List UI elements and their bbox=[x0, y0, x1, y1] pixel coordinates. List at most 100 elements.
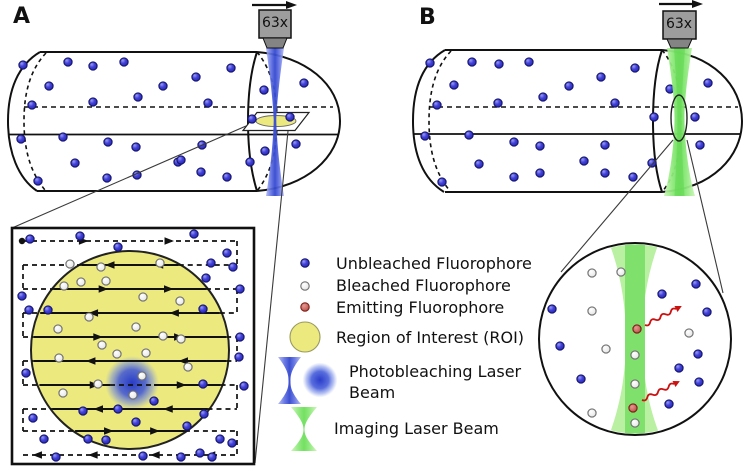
fluorophore-unbleached bbox=[198, 379, 208, 389]
scan-arrowhead bbox=[150, 427, 160, 435]
fluorophore-bleached bbox=[53, 324, 63, 334]
fluorophore-unbleached bbox=[227, 438, 237, 448]
fluorophore-unbleached bbox=[610, 98, 620, 108]
fluorophore-bleached bbox=[138, 292, 148, 302]
fluorophore-unbleached bbox=[630, 63, 640, 73]
fluorophore-unbleached bbox=[600, 140, 610, 150]
fluorophore-bleached bbox=[630, 418, 640, 428]
emission-wave bbox=[641, 382, 675, 402]
scan-start-dot bbox=[18, 237, 26, 245]
roi-icon bbox=[289, 321, 321, 353]
fluorophore-emitting bbox=[632, 324, 642, 334]
fluorophore-unbleached bbox=[63, 57, 73, 67]
fluorophore-unbleached bbox=[215, 434, 225, 444]
legend-label-roi: Region of Interest (ROI) bbox=[336, 328, 525, 347]
fluorophore-bleached bbox=[128, 390, 138, 400]
scan-arrowhead bbox=[93, 405, 104, 413]
fluorophore-unbleached bbox=[103, 137, 113, 147]
panel-a-label: A bbox=[13, 4, 31, 29]
fluorophore-bleached bbox=[76, 277, 86, 287]
fluorophore-unbleached bbox=[24, 305, 34, 315]
fluorophore-unbleached bbox=[694, 377, 704, 387]
cylinder-a-left-cap bbox=[6, 51, 41, 192]
fluorophore-bleached bbox=[137, 371, 147, 381]
fluorophore-unbleached bbox=[547, 304, 557, 314]
fluorophore-unbleached bbox=[600, 168, 610, 178]
fluorophore-unbleached bbox=[425, 58, 435, 68]
fluorophore-unbleached bbox=[493, 98, 503, 108]
fluorophore-emitting bbox=[628, 403, 638, 413]
emission-arrowhead bbox=[672, 380, 680, 388]
scan-arrowhead bbox=[178, 357, 188, 365]
cylinder-a-left-cap-back bbox=[23, 52, 47, 191]
photobleaching-beam-icon bbox=[278, 357, 301, 404]
fluorophore-unbleached bbox=[222, 172, 232, 182]
fluorophore-bleached bbox=[58, 388, 68, 398]
fluorophore-unbleached bbox=[189, 229, 199, 239]
fluorophore-unbleached bbox=[247, 114, 257, 124]
fluorophore-unbleached bbox=[239, 381, 249, 391]
fluorophore-unbleached bbox=[649, 112, 659, 122]
fluorophore-unbleached bbox=[51, 452, 61, 462]
fluorophore-unbleached bbox=[299, 78, 309, 88]
fluorophore-unbleached bbox=[234, 352, 244, 362]
fluorophore-unbleached bbox=[199, 409, 209, 419]
imaging-beam-zoomed bbox=[608, 244, 661, 434]
emission-arrowhead bbox=[674, 305, 682, 313]
fluorophore-bleached bbox=[176, 334, 186, 344]
panel-b-label: B bbox=[419, 5, 436, 30]
fluorophore-bleached bbox=[112, 349, 122, 359]
scan-arrowhead bbox=[176, 381, 187, 389]
roi-zoom-view bbox=[10, 226, 256, 466]
fluorophore-unbleached bbox=[291, 139, 301, 149]
fluorophore-unbleached bbox=[16, 134, 26, 144]
fluorophore-unbleached bbox=[182, 421, 192, 431]
fluorophore-unbleached bbox=[420, 131, 430, 141]
fluorophore-unbleached bbox=[101, 435, 111, 445]
fluorophore-unbleached bbox=[88, 97, 98, 107]
fluorophore-unbleached bbox=[206, 258, 216, 268]
fluorophore-unbleached bbox=[702, 307, 712, 317]
fluorophore-bleached bbox=[684, 328, 694, 338]
scan-arrowhead bbox=[104, 261, 115, 269]
fluorophore-unbleached bbox=[524, 57, 534, 67]
fluorophore-unbleached bbox=[191, 72, 201, 82]
fluorophore-unbleached bbox=[27, 100, 37, 110]
fluorophore-unbleached bbox=[131, 417, 141, 427]
scan-arrowhead bbox=[164, 237, 175, 245]
fluorophore-unbleached bbox=[538, 92, 548, 102]
fluorophores-imaging bbox=[547, 267, 712, 428]
fluorophore-unbleached bbox=[43, 305, 53, 315]
scan-arrowhead bbox=[88, 451, 98, 459]
legend-label-photobleaching-beam: Photobleaching Laser Beam bbox=[349, 362, 522, 402]
fluorophore-bleached bbox=[54, 353, 64, 363]
fluorophore-unbleached bbox=[260, 146, 270, 156]
fluorophore-unbleached bbox=[509, 172, 519, 182]
fluorophore-unbleached bbox=[228, 262, 238, 272]
fluorophore-unbleached bbox=[196, 167, 206, 177]
scan-arrowhead bbox=[88, 309, 99, 317]
fluorophore-unbleached bbox=[113, 404, 123, 414]
frustum-line bbox=[686, 139, 724, 294]
fluorophore-unbleached bbox=[102, 173, 112, 183]
scan-arrowhead bbox=[150, 451, 160, 459]
legend-label-unbleached: Unbleached Fluorophore bbox=[336, 254, 532, 273]
fluorophore-unbleached bbox=[119, 57, 129, 67]
fluorophores-b bbox=[420, 57, 713, 187]
fluorophore-unbleached bbox=[28, 413, 38, 423]
fluorophore-bleached bbox=[65, 259, 75, 269]
fluorophore-unbleached bbox=[198, 304, 208, 314]
fluorophore-bleached bbox=[155, 258, 165, 268]
fluorophore-unbleached bbox=[474, 159, 484, 169]
fluorophore-bleached bbox=[84, 312, 94, 322]
objective-b-body bbox=[662, 10, 697, 40]
objective-b-magnification: 63x bbox=[665, 16, 693, 32]
objective-a bbox=[258, 9, 292, 49]
fluorophore-unbleached bbox=[494, 59, 504, 69]
fluorophore-unbleached bbox=[195, 448, 205, 458]
fluorophore-unbleached bbox=[131, 142, 141, 152]
fluorophore-unbleached bbox=[176, 155, 186, 165]
fluorophore-unbleached bbox=[133, 92, 143, 102]
unbleached-dot-icon bbox=[300, 258, 310, 268]
